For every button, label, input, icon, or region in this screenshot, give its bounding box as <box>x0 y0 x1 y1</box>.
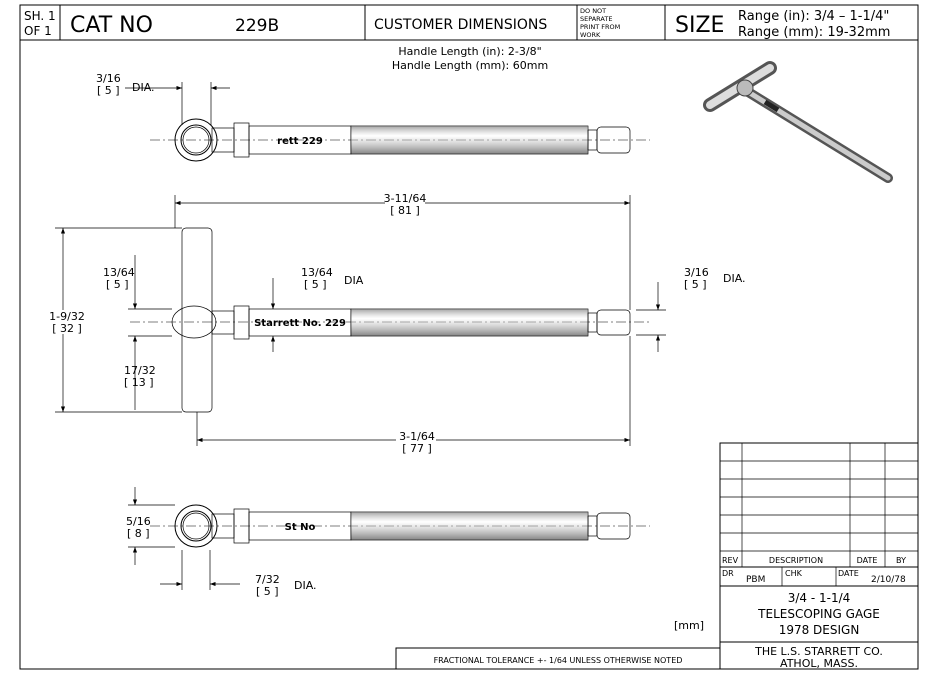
tolerance-box: FRACTIONAL TOLERANCE +- 1/64 UNLESS OTHE… <box>395 647 720 669</box>
title-line: 3/4 - 1-1/4 <box>788 591 851 605</box>
handle-length-in: Handle Length (in): 2-3/8" <box>398 45 541 58</box>
rev-header: REV <box>722 556 739 565</box>
chk-label: CHK <box>785 569 803 578</box>
dim-ring-dia-label: DIA. <box>294 579 317 592</box>
isometric-view <box>703 61 893 183</box>
notice-line: SEPARATE <box>580 15 612 23</box>
date-header: DATE <box>857 556 878 565</box>
customer-dimensions: CUSTOMER DIMENSIONS <box>374 17 547 33</box>
dim-ring-dia-mm: [ 5 ] <box>256 585 279 598</box>
cat-no-value: 229B <box>235 16 279 36</box>
dim-ring-mm: [ 8 ] <box>127 527 150 540</box>
engraving-mid: Starrett No. 229 <box>254 318 346 329</box>
dim-upper-in: 13/64 <box>103 266 135 279</box>
title-line: TELESCOPING GAGE <box>757 607 880 621</box>
description-header: DESCRIPTION <box>769 556 823 565</box>
dim-shaft-len-in: 3-1/64 <box>399 430 435 443</box>
dim-lower-in: 17/32 <box>124 364 156 377</box>
dim-height-in: 1-9/32 <box>49 310 85 323</box>
engraving-bottom: St No <box>285 522 316 533</box>
dim-top-dia-in: 3/16 <box>96 72 121 85</box>
dim-top-dia-label: DIA. <box>132 81 155 94</box>
dim-shaft-len-mm: [ 77 ] <box>402 442 432 455</box>
by-header: BY <box>896 556 906 565</box>
sheet-number: SH. 1 <box>24 9 56 23</box>
dr-value: PBM <box>746 575 765 585</box>
dim-ring-dia-in: 7/32 <box>255 573 280 586</box>
range-mm: Range (mm): 19-32mm <box>738 25 890 40</box>
units-note: [mm] <box>674 619 704 632</box>
date-label: DATE <box>838 569 859 578</box>
range-in: Range (in): 3/4 – 1-1/4" <box>738 9 889 24</box>
company-location: ATHOL, MASS. <box>780 657 858 670</box>
dim-upper-mm: [ 5 ] <box>106 278 129 291</box>
title-block: REV DESCRIPTION DATE BY DR PBM CHK DATE … <box>719 442 919 670</box>
dim-top-dia-mm: [ 5 ] <box>97 84 120 97</box>
dim-shaft-dia-mm: [ 5 ] <box>304 278 327 291</box>
dr-label: DR <box>722 569 734 578</box>
tolerance-note: FRACTIONAL TOLERANCE +- 1/64 UNLESS OTHE… <box>434 656 683 665</box>
top-view: rett 229 3/16 [ 5 ] DIA. <box>96 72 650 162</box>
sheet-border <box>19 4 919 670</box>
dim-shaft-dia-label: DIA <box>344 274 364 287</box>
cat-no-label: CAT NO <box>70 13 153 38</box>
date-value: 2/10/78 <box>871 575 906 585</box>
header-bar: SH. 1 OF 1 CAT NO 229B CUSTOMER DIMENSIO… <box>20 5 918 41</box>
notice-line: PRINT FROM <box>580 23 620 31</box>
dim-tip-dia-in: 3/16 <box>684 266 709 279</box>
sheet-total: OF 1 <box>24 24 52 38</box>
dim-lower-mm: [ 13 ] <box>124 376 154 389</box>
size-label: SIZE <box>675 13 724 38</box>
notice-line: DO NOT <box>580 7 606 15</box>
dim-tip-dia-mm: [ 5 ] <box>684 278 707 291</box>
bottom-view: St No 5/16 [ 8 ] 7/32 [ 5 ] DIA. <box>126 487 650 598</box>
title-line: 1978 DESIGN <box>779 623 860 637</box>
dim-ring-in: 5/16 <box>126 515 151 528</box>
front-view: Starrett No. 229 3-11/64 [ 81 ] 1-9/32 [… <box>45 192 746 455</box>
engraving-top: rett 229 <box>277 136 323 147</box>
dim-shaft-dia-in: 13/64 <box>301 266 333 279</box>
company-name: THE L.S. STARRETT CO. <box>754 645 883 658</box>
notice-line: WORK <box>580 31 601 39</box>
dim-overall-in: 3-11/64 <box>384 192 427 205</box>
dim-overall-mm: [ 81 ] <box>390 204 420 217</box>
handle-length-mm: Handle Length (mm): 60mm <box>392 59 548 72</box>
dim-tip-dia-label: DIA. <box>723 272 746 285</box>
dim-height-mm: [ 32 ] <box>52 322 82 335</box>
